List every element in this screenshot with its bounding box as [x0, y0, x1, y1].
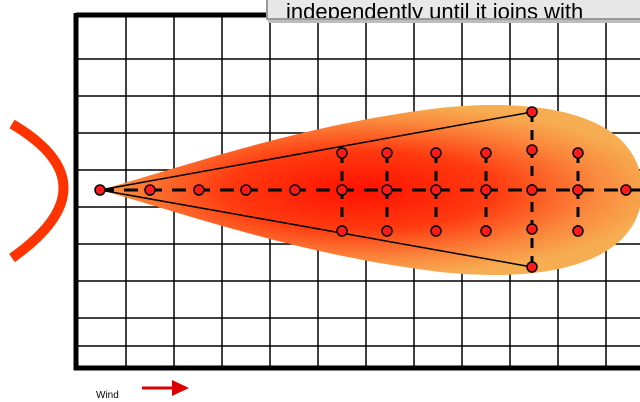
sample-point [381, 184, 393, 196]
sample-point [381, 147, 393, 159]
sample-point [480, 184, 492, 196]
sample-point [430, 184, 442, 196]
wind-arrow-icon [142, 380, 189, 396]
caption-box: independently until it joins with [266, 0, 640, 20]
sample-point [526, 223, 538, 235]
sample-point [336, 147, 348, 159]
sample-point [526, 144, 538, 156]
sample-point [526, 261, 538, 273]
sample-point [240, 184, 252, 196]
sample-point [144, 184, 156, 196]
source-arc [9, 119, 69, 263]
sample-point [480, 225, 492, 237]
sample-point [620, 184, 632, 196]
plume-boundary-upper [99, 111, 533, 191]
sample-point [572, 147, 584, 159]
sample-points [94, 106, 632, 273]
sample-point [430, 147, 442, 159]
caption-text: independently until it joins with [286, 0, 584, 20]
sample-point [336, 184, 348, 196]
sample-point [526, 184, 538, 196]
wind-label: Wind [96, 390, 119, 401]
sample-point [526, 106, 538, 118]
sample-point [336, 225, 348, 237]
sample-point [193, 184, 205, 196]
sample-point [289, 184, 301, 196]
sample-point [572, 225, 584, 237]
sample-point [430, 225, 442, 237]
sample-point [94, 184, 106, 196]
plume-boundary-lower [99, 189, 533, 268]
sample-point [381, 225, 393, 237]
sample-point [480, 147, 492, 159]
sample-point [572, 184, 584, 196]
